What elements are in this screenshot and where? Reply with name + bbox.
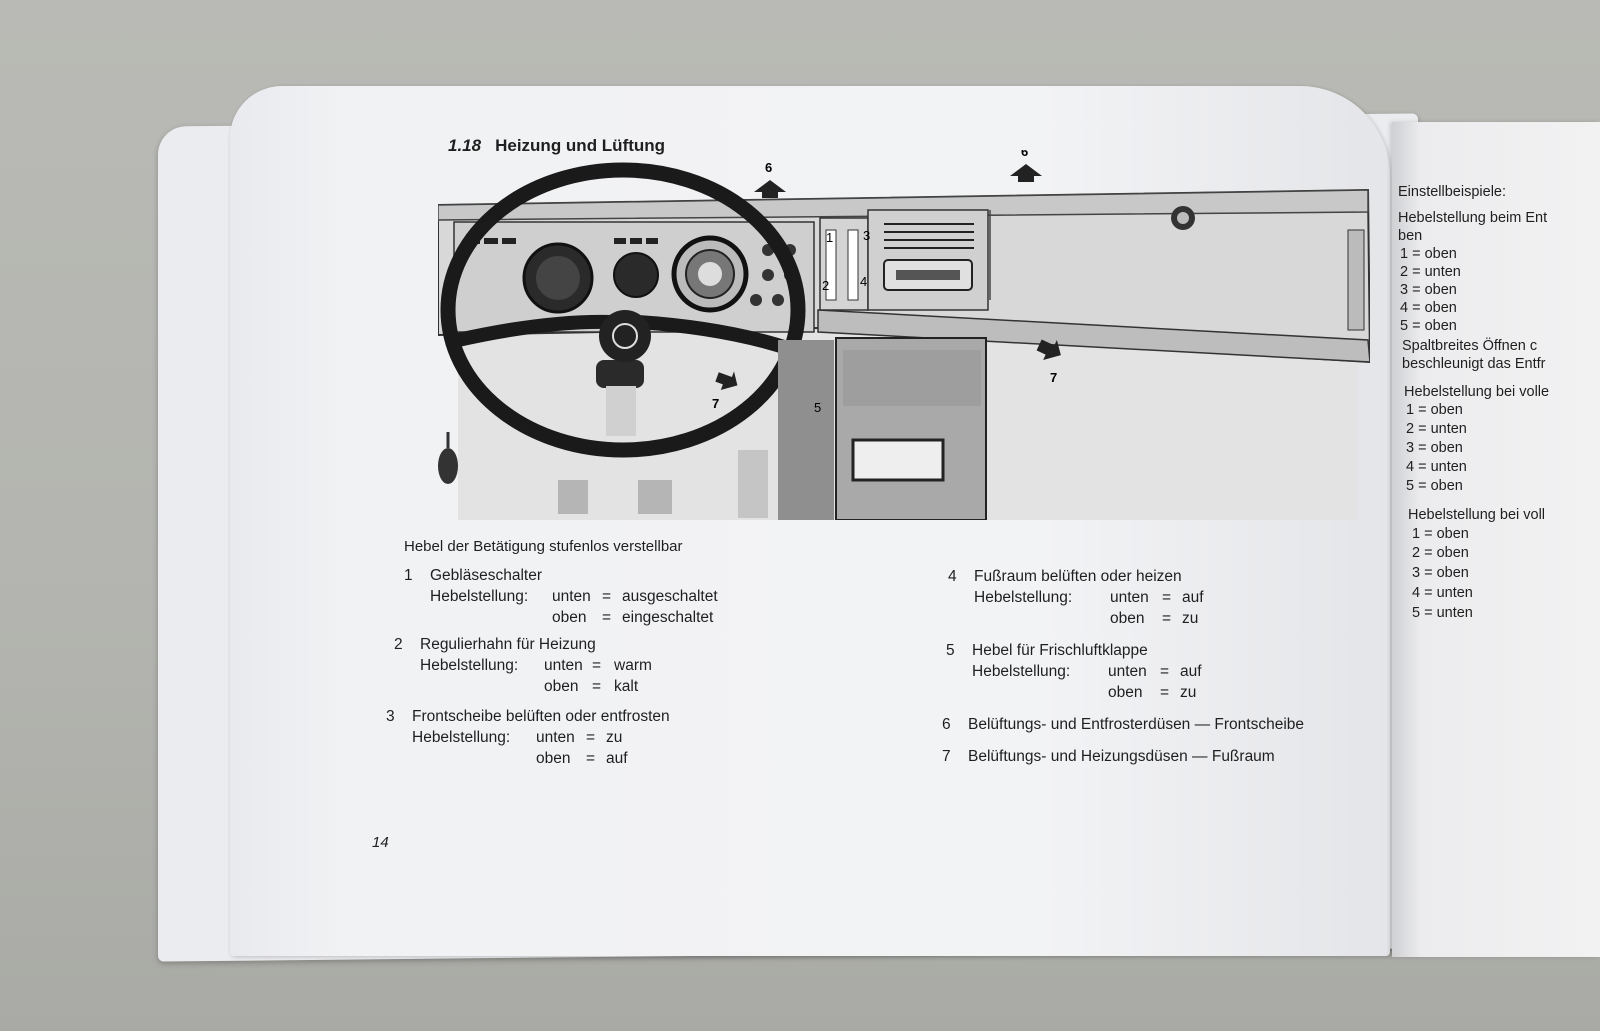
- label-1: 1: [826, 230, 833, 245]
- section-heading: 1.18 Heizung und Lüftung: [448, 136, 665, 156]
- rp-block1-row: 2 = unten: [1400, 264, 1461, 280]
- rp-block1-title: Hebelstellung beim Ent: [1398, 210, 1548, 226]
- rp-block3-row: 5 = unten: [1412, 605, 1473, 621]
- right-page: [1392, 122, 1600, 957]
- rp-block2-row: 1 = oben: [1406, 402, 1463, 418]
- rp-block3-title: Hebelstellung bei voll: [1408, 507, 1546, 523]
- label-7b: 7: [1050, 370, 1057, 385]
- label-4: 4: [860, 274, 867, 289]
- rp-note2: beschleunigt das Entfr: [1402, 356, 1546, 372]
- rp-note1: Spaltbreites Öffnen c: [1402, 338, 1538, 354]
- rp-block2-row: 4 = unten: [1406, 459, 1467, 475]
- rp-block2-row: 5 = oben: [1406, 478, 1463, 494]
- intro-text: Hebel der Betätigung stufenlos verstellb…: [404, 538, 683, 555]
- label-3: 3: [863, 228, 870, 243]
- rp-block1-title-cont: ben: [1398, 228, 1423, 244]
- dashboard-illustration: 6 6 7 7 1 2 3 4 5: [438, 150, 1370, 520]
- rp-title: Einstellbeispiele:: [1398, 184, 1507, 200]
- label-6b: 6: [1021, 150, 1028, 159]
- section-number: 1.18: [448, 136, 482, 155]
- section-title: Heizung und Lüftung: [495, 136, 666, 155]
- label-5: 5: [814, 400, 821, 415]
- rp-block1-row: 5 = oben: [1400, 318, 1457, 334]
- rp-block3-row: 1 = oben: [1412, 526, 1469, 542]
- page-number: 14: [372, 834, 389, 851]
- rp-block3-row: 4 = unten: [1412, 585, 1473, 601]
- rp-block2-row: 2 = unten: [1406, 421, 1467, 437]
- rp-block3-row: 3 = oben: [1412, 565, 1469, 581]
- label-2: 2: [822, 278, 829, 293]
- rp-block1-row: 4 = oben: [1400, 300, 1457, 316]
- rp-block3-row: 2 = oben: [1412, 545, 1469, 561]
- rp-block1-row: 3 = oben: [1400, 282, 1457, 298]
- rp-block2-row: 3 = oben: [1406, 440, 1463, 456]
- rp-block1-row: 1 = oben: [1400, 246, 1457, 262]
- label-6a: 6: [765, 160, 772, 175]
- label-7a: 7: [712, 396, 719, 411]
- rp-block2-title: Hebelstellung bei volle: [1404, 384, 1550, 400]
